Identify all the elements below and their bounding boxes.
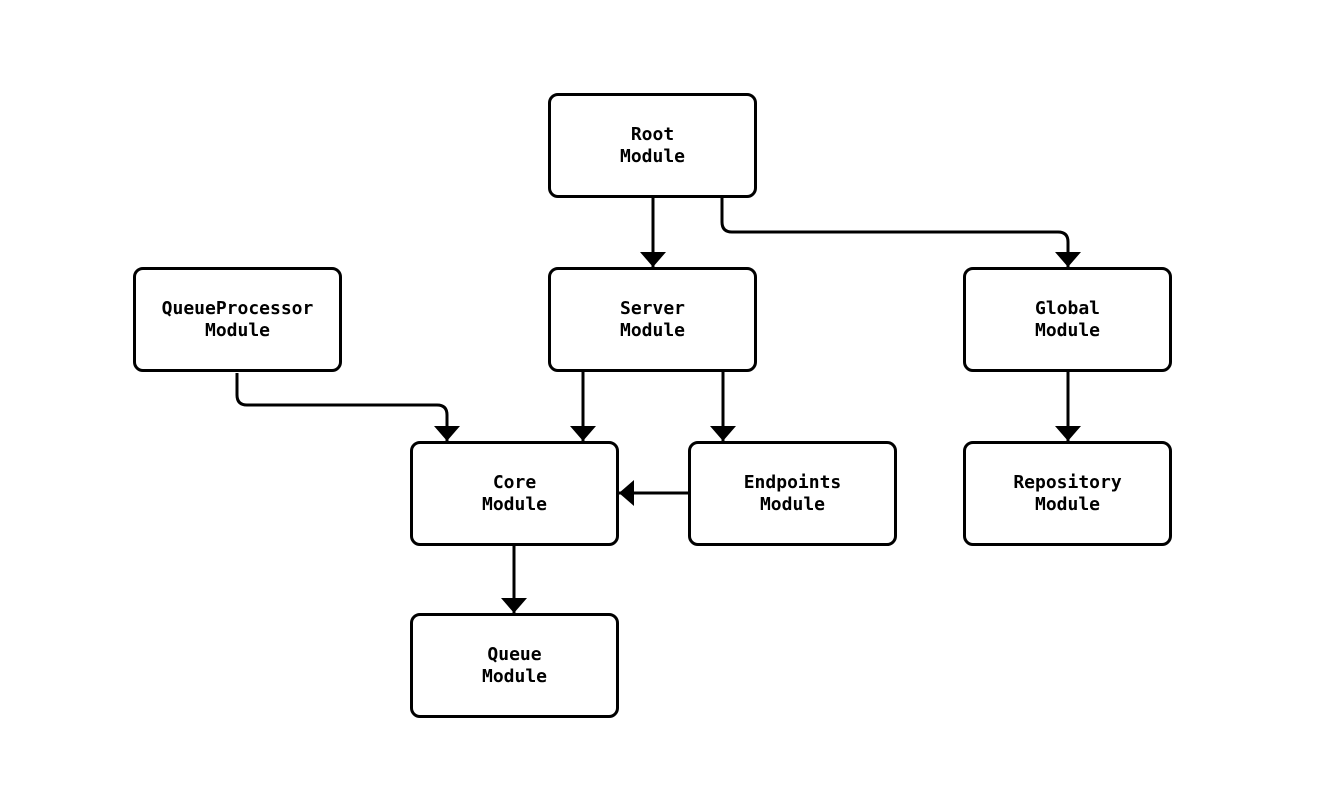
node-root-module: Root Module <box>548 93 757 198</box>
node-label: Queue Module <box>481 643 548 687</box>
node-label: Endpoints Module <box>743 471 842 515</box>
node-queueprocessor-module: QueueProcessor Module <box>133 267 342 372</box>
node-server-module: Server Module <box>548 267 757 372</box>
node-label: QueueProcessor Module <box>161 297 314 341</box>
node-label: Global Module <box>1034 297 1101 341</box>
node-label: Root Module <box>619 123 686 167</box>
node-global-module: Global Module <box>963 267 1172 372</box>
node-label: Core Module <box>481 471 548 515</box>
node-label: Server Module <box>619 297 686 341</box>
node-endpoints-module: Endpoints Module <box>688 441 897 546</box>
edge-queueprocessor-core <box>235 373 460 441</box>
node-queue-module: Queue Module <box>410 613 619 718</box>
edge-root-global <box>720 198 1081 267</box>
node-label: Repository Module <box>1013 471 1122 515</box>
node-repository-module: Repository Module <box>963 441 1172 546</box>
node-core-module: Core Module <box>410 441 619 546</box>
